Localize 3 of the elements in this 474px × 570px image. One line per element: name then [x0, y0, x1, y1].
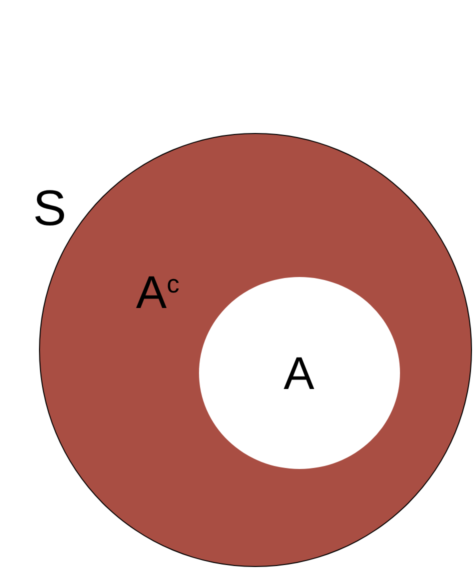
subset-label: A	[284, 350, 314, 396]
set-label: S	[33, 183, 66, 233]
region-label: A$^{c}$	[136, 268, 180, 315]
